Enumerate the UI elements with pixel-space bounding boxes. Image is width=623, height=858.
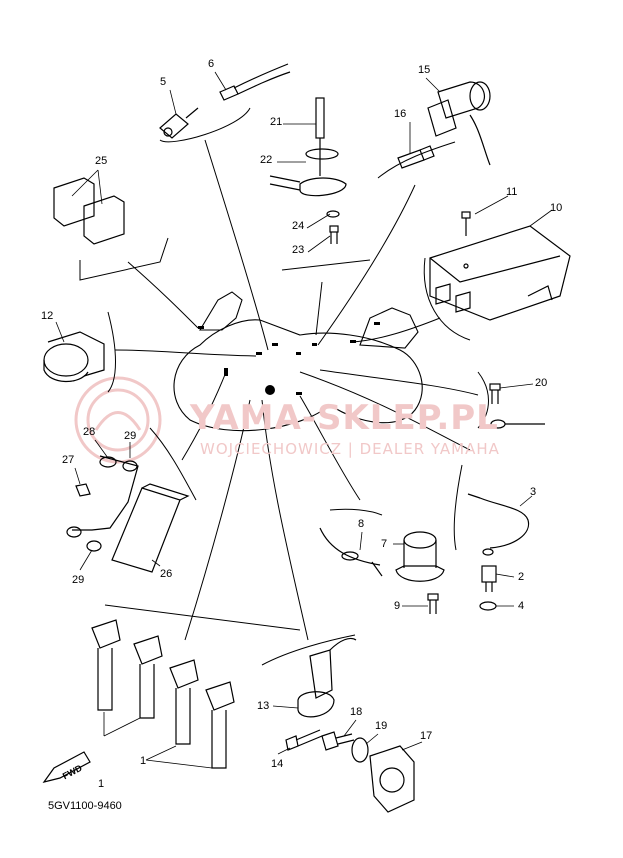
- ignition-coils-1-icon: [91, 619, 235, 769]
- sensor-7-icon: [395, 531, 445, 582]
- washer-4-icon: [479, 601, 497, 611]
- callout-9: 9: [394, 600, 401, 612]
- callout-22: 22: [260, 154, 273, 166]
- callout-8: 8: [358, 518, 365, 530]
- bolt-23-icon: [329, 225, 339, 244]
- rotor-17-icon: [369, 745, 415, 813]
- wire-6-icon: [219, 63, 291, 101]
- bolt-20-icon: [489, 383, 501, 404]
- bolt-16-icon: [397, 145, 435, 169]
- lead-20-icon: [490, 419, 545, 429]
- callout-2: 2: [518, 571, 525, 583]
- washer-24-icon: [326, 210, 340, 218]
- sensor-21-icon: [269, 97, 347, 197]
- ecu-10-icon: [429, 225, 571, 321]
- lead-3-icon: [467, 493, 530, 556]
- screw-11-icon: [461, 211, 471, 236]
- callout-27: 27: [62, 454, 75, 466]
- watermark-subtitle: WOJCIECHOWICZ | DEALER YAMAHA: [200, 440, 500, 458]
- frame-outline: [173, 291, 423, 432]
- bolt-14-icon: [285, 729, 323, 751]
- callout-24: 24: [292, 220, 305, 232]
- sensor-5-icon: [159, 107, 199, 139]
- callout-28: 28: [83, 426, 96, 438]
- callout-12: 12: [41, 310, 54, 322]
- callout-23: 23: [292, 244, 305, 256]
- callout-20: 20: [535, 377, 548, 389]
- diagram-code: 5GV1100-9460: [48, 800, 122, 812]
- bolt-9-icon: [427, 593, 439, 614]
- bolt-18-icon: [321, 731, 355, 751]
- nut-27-icon: [75, 483, 91, 497]
- callout-16: 16: [394, 108, 407, 120]
- callout-21: 21: [270, 116, 283, 128]
- washer-19-icon: [351, 737, 369, 763]
- callout-13: 13: [257, 700, 270, 712]
- callout-3: 3: [530, 486, 537, 498]
- cable-8-icon: [319, 527, 383, 577]
- fwd-arrow-icon: [42, 751, 91, 783]
- callout-1b: 1: [140, 755, 147, 767]
- watermark-name: YAMA-SKLEP.PL: [190, 398, 499, 438]
- callout-leaders: [55, 71, 553, 769]
- plug-2-icon: [481, 565, 497, 592]
- callout-18: 18: [350, 706, 363, 718]
- callout-26: 26: [160, 568, 173, 580]
- callout-11: 11: [506, 186, 518, 198]
- callout-6: 6: [208, 58, 215, 70]
- relay-15-icon: [427, 81, 491, 166]
- frame-connectors: [198, 322, 380, 395]
- callout-10: 10: [550, 202, 563, 214]
- callout-29b: 29: [72, 574, 85, 586]
- washer-29-icon: [86, 460, 138, 552]
- watermark-logo: [74, 376, 162, 464]
- relays-25-icon: [53, 177, 125, 245]
- leader-lines: [114, 139, 479, 641]
- sensor-13-icon: [297, 637, 357, 718]
- callout-19: 19: [375, 720, 388, 732]
- group-brackets: [79, 107, 489, 666]
- callout-14: 14: [271, 758, 284, 770]
- callout-29a: 29: [124, 430, 137, 442]
- bracket-28-icon: [66, 455, 139, 538]
- callout-25: 25: [95, 155, 108, 167]
- callout-7: 7: [381, 538, 388, 550]
- sensor-12-icon: [43, 331, 105, 383]
- callout-1a: 1: [98, 778, 105, 790]
- callout-15: 15: [418, 64, 431, 76]
- callout-5: 5: [160, 76, 167, 88]
- module-26-icon: [111, 483, 190, 573]
- callout-4: 4: [518, 600, 525, 612]
- callout-17: 17: [420, 730, 433, 742]
